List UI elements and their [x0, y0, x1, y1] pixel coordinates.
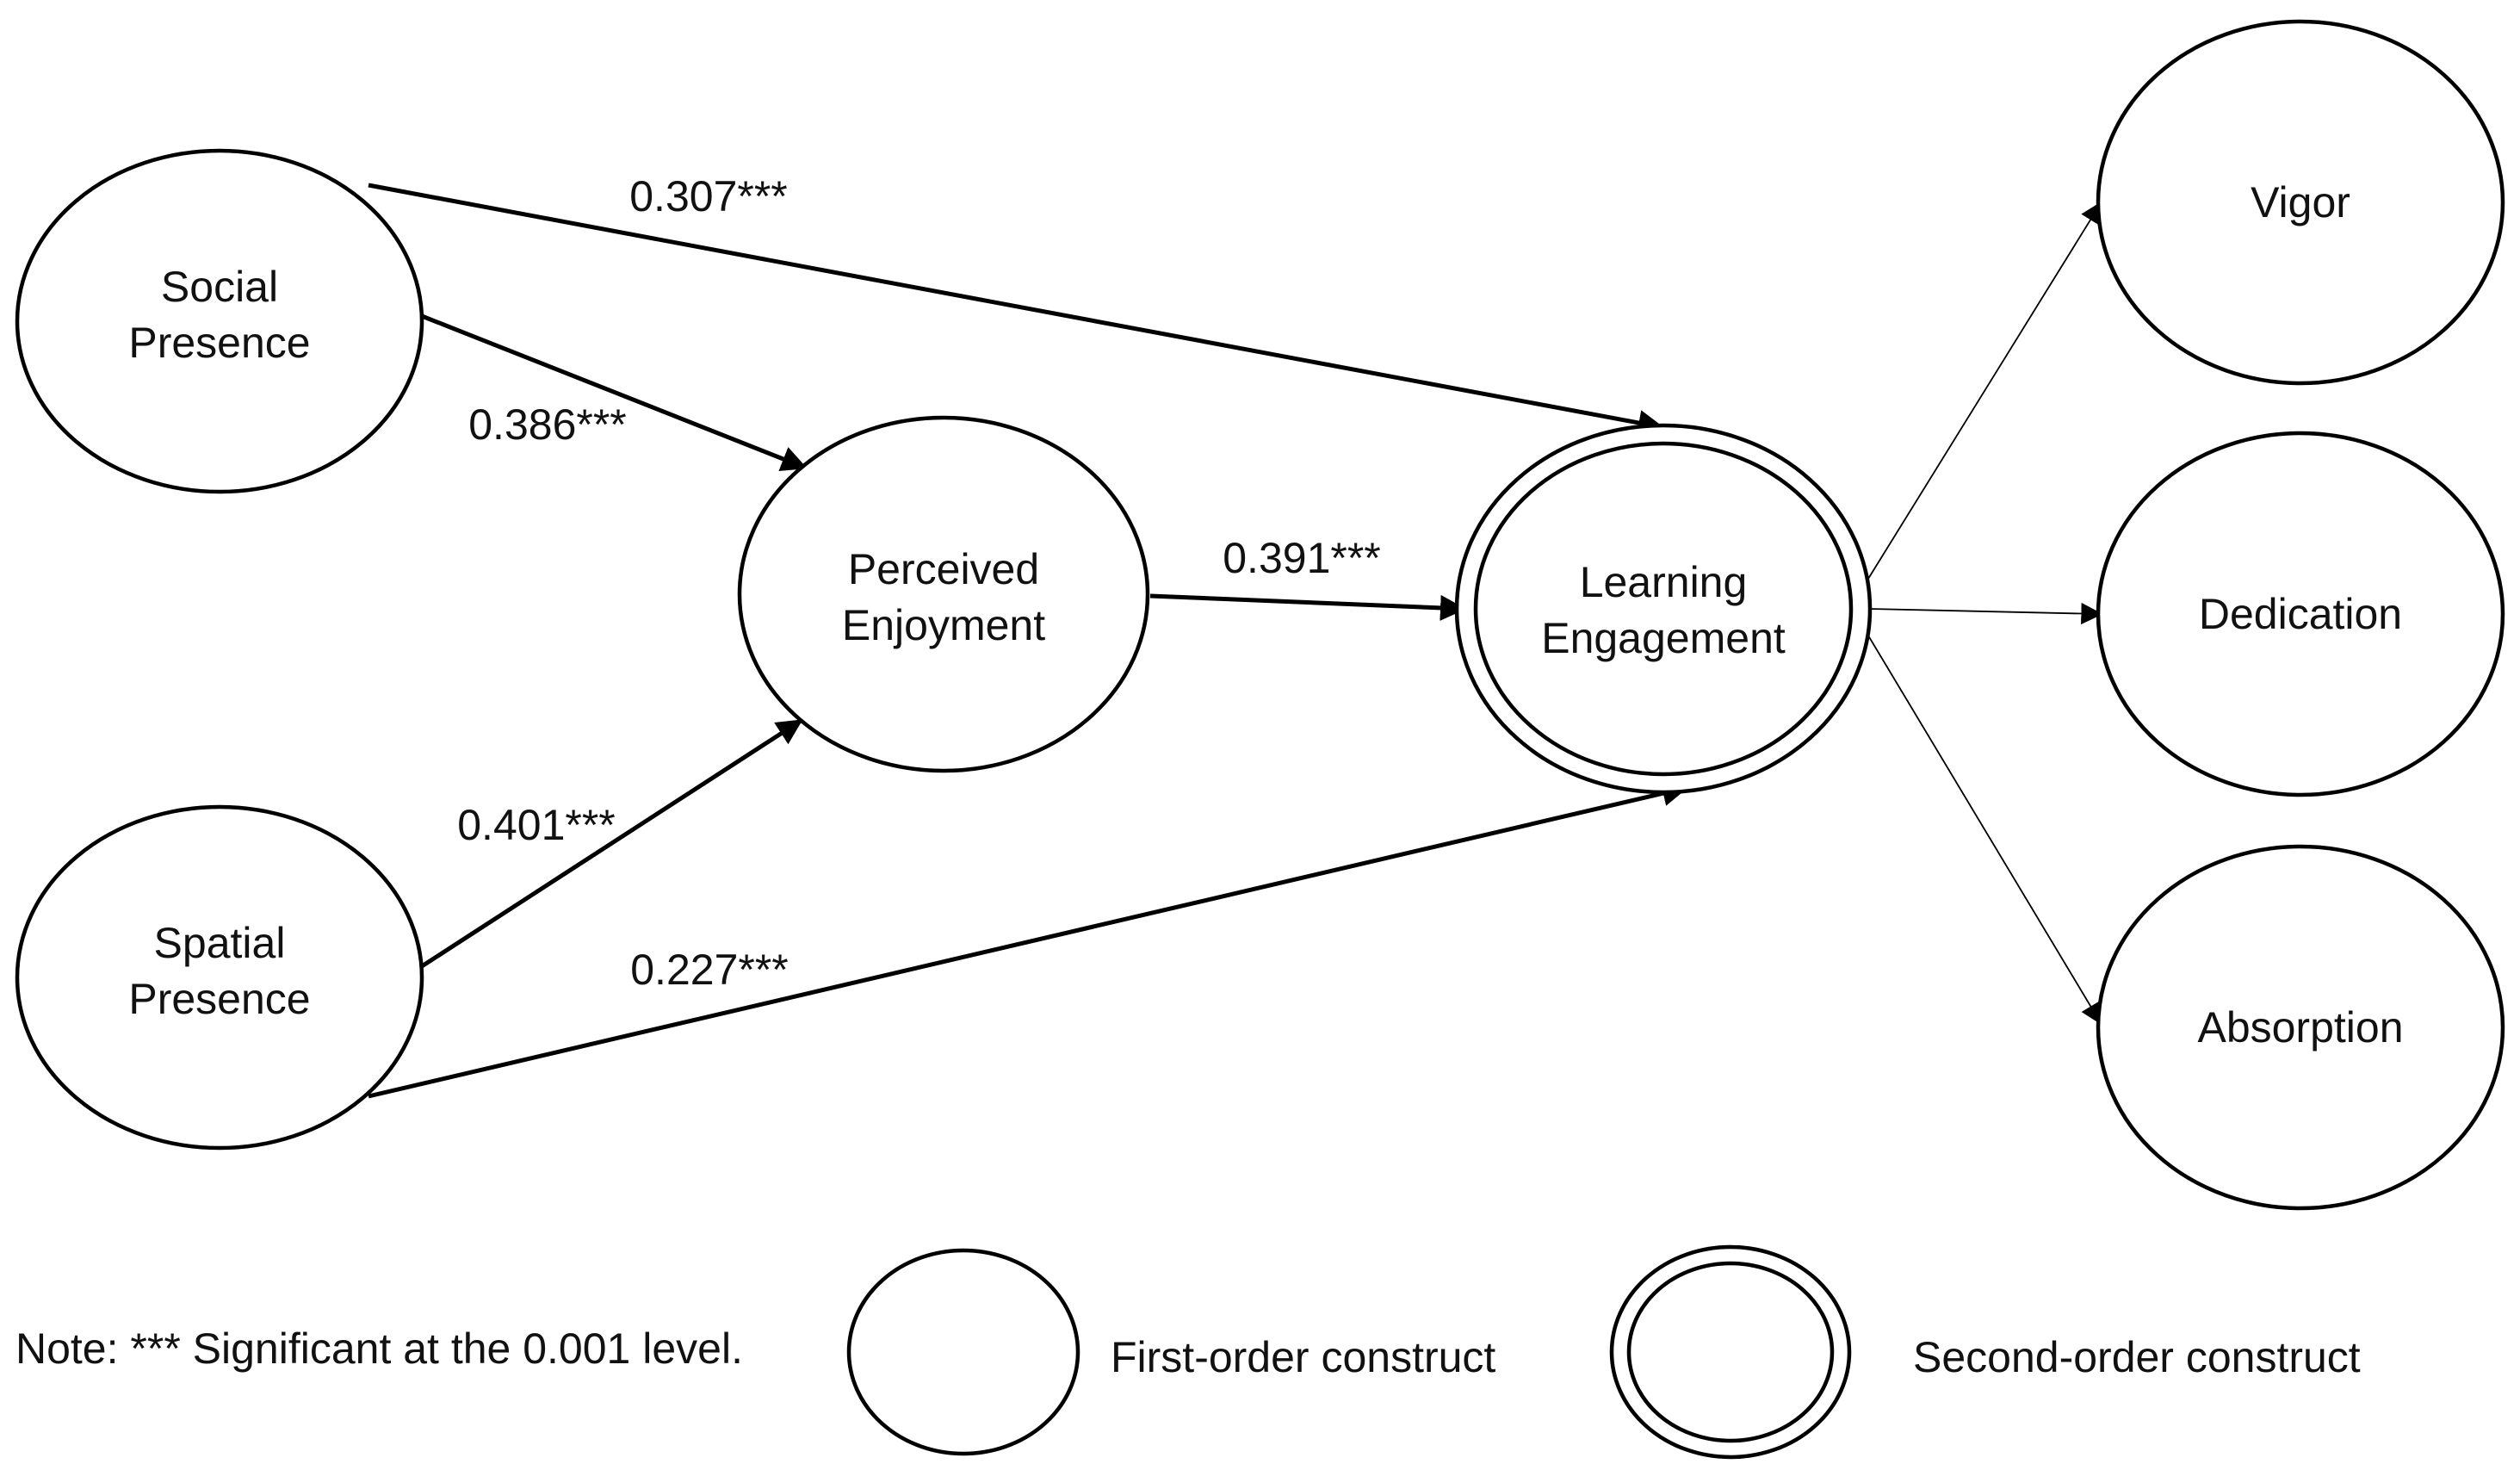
node-vigor-label: Vigor — [2251, 178, 2350, 226]
node-absorption: Absorption — [2096, 844, 2505, 1211]
legend-second-order-label: Second-order construct — [1913, 1333, 2361, 1381]
path-label-social-to-engagement: 0.307*** — [629, 172, 788, 220]
arrow-social-to-engagement — [368, 183, 1664, 436]
node-perceived-enjoyment-line1: Perceived — [848, 545, 1039, 593]
node-learning-engagement: Learning Engagement — [1454, 423, 1873, 795]
legend-note: Note: *** Significant at the 0.001 level… — [15, 1324, 743, 1373]
path-label-spatial-to-engagement: 0.227*** — [630, 946, 789, 994]
legend-first-order-symbol — [846, 1248, 1080, 1456]
node-dedication-label: Dedication — [2199, 590, 2402, 638]
node-spatial-presence-line2: Presence — [128, 975, 310, 1023]
legend-first-order-label: First-order construct — [1111, 1333, 1495, 1381]
arrow-engagement-to-dedication — [1869, 602, 2103, 625]
arrow-enjoyment-to-engagement — [1149, 593, 1466, 621]
arrow-spatial-to-enjoyment — [420, 718, 803, 969]
arrow-social-to-enjoyment — [421, 313, 808, 472]
node-spatial-presence: Spatial Presence — [15, 804, 424, 1151]
node-dedication: Dedication — [2096, 431, 2505, 797]
node-spatial-presence-line1: Spatial — [154, 919, 286, 967]
arrow-engagement-to-absorption — [1867, 635, 2102, 1026]
arrow-engagement-to-vigor — [1867, 201, 2102, 580]
node-social-presence-line1: Social — [161, 263, 278, 311]
node-absorption-label: Absorption — [2197, 1003, 2403, 1051]
node-perceived-enjoyment: Perceived Enjoyment — [737, 415, 1150, 773]
arrow-spatial-to-engagement — [368, 780, 1688, 1099]
legend: Note: *** Significant at the 0.001 level… — [15, 1244, 2361, 1460]
path-label-social-to-enjoyment: 0.386*** — [468, 400, 627, 449]
path-label-spatial-to-enjoyment: 0.401*** — [457, 801, 616, 849]
path-label-enjoyment-to-engagement: 0.391*** — [1223, 534, 1381, 582]
node-social-presence: Social Presence — [15, 148, 424, 494]
node-vigor: Vigor — [2096, 19, 2505, 386]
node-learning-engagement-line2: Engagement — [1541, 614, 1786, 662]
node-learning-engagement-line1: Learning — [1580, 558, 1748, 606]
node-perceived-enjoyment-line2: Enjoyment — [842, 601, 1045, 649]
node-social-presence-line2: Presence — [128, 319, 310, 367]
legend-second-order-symbol — [1609, 1244, 1852, 1460]
